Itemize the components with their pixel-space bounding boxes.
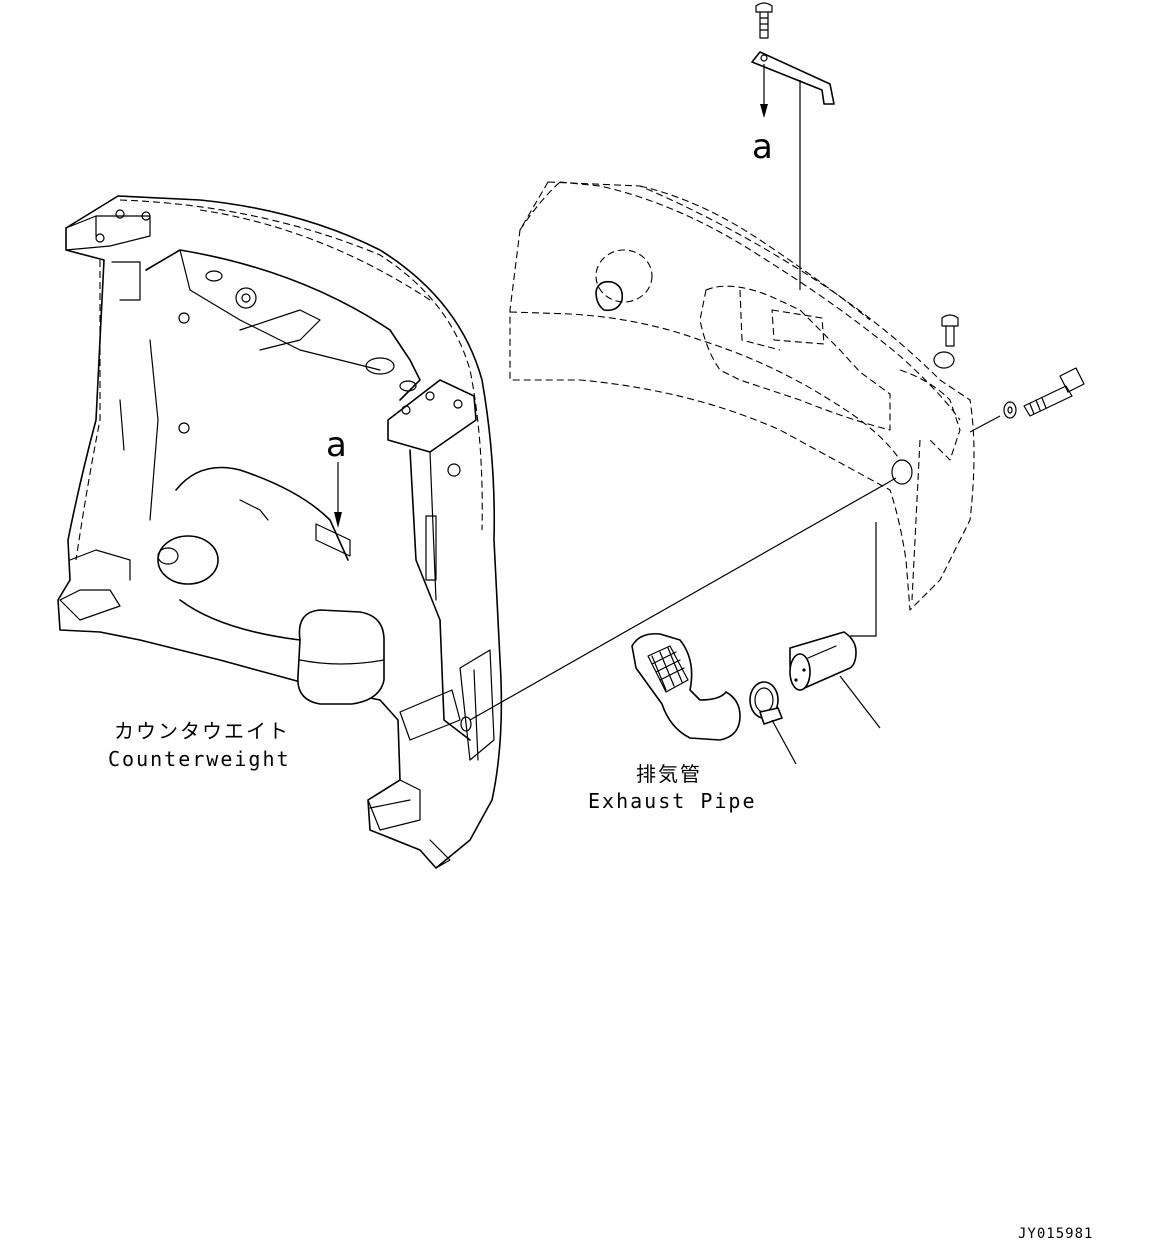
drawing-id: JY015981 bbox=[1018, 1226, 1093, 1241]
top-bolt-and-bracket bbox=[751, 2, 835, 290]
ref-label-a-mid: a bbox=[326, 425, 347, 465]
counterweight-assembly bbox=[57, 195, 503, 869]
exhaust-pipe-label-jp: 排気管 bbox=[636, 762, 702, 786]
ref-label-a-top: a bbox=[752, 127, 773, 167]
callout-arrow-a-top bbox=[760, 64, 768, 118]
engine-hood-cover bbox=[509, 181, 975, 611]
connection-leader bbox=[469, 477, 897, 721]
exhaust-pipe-label-en: Exhaust Pipe bbox=[588, 789, 757, 813]
callout-arrow-a-mid bbox=[334, 462, 342, 528]
counterweight-label-jp: カウンタウエイト bbox=[114, 719, 290, 743]
side-bolt-washer bbox=[941, 314, 1085, 433]
exhaust-pipe-parts bbox=[631, 522, 881, 765]
counterweight-label-en: Counterweight bbox=[108, 747, 291, 771]
